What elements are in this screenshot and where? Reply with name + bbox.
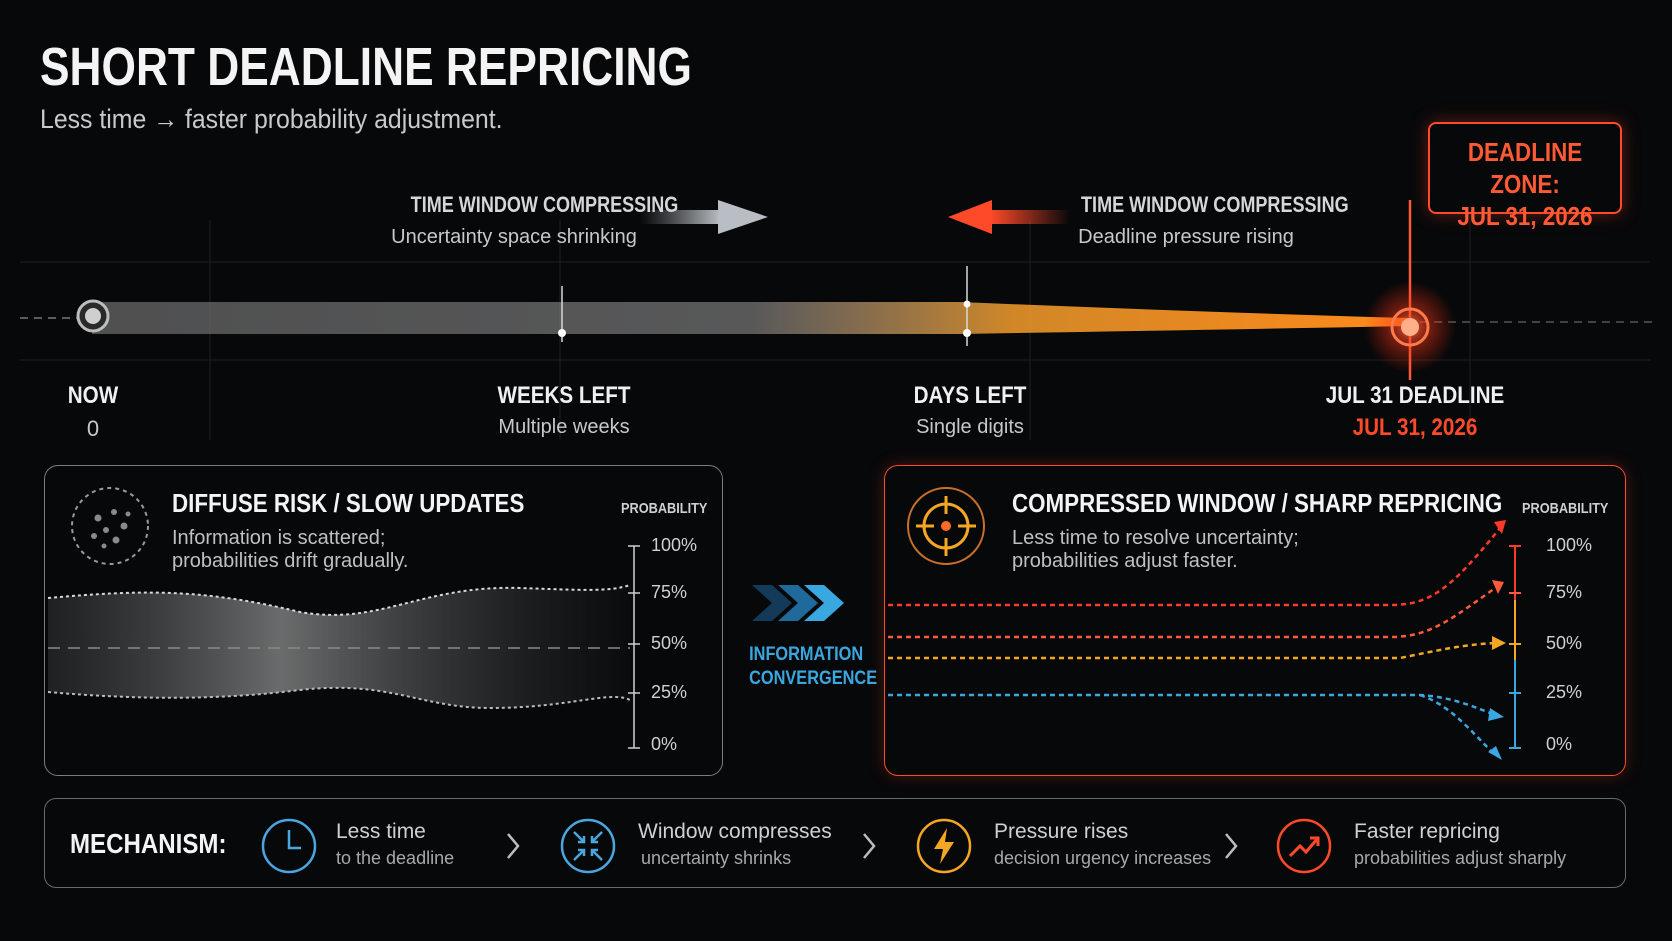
arrow-right-text: Deadline pressure rising — [1078, 226, 1294, 248]
panel-left-tick-50: 50% — [651, 633, 688, 653]
panel-compressed-window — [884, 465, 1626, 776]
timeline-now-sub: 0 — [86, 416, 100, 441]
panel-right-tick-0: 0% — [1546, 734, 1573, 754]
panel-right-tick-100: 100% — [1546, 535, 1593, 555]
clock-icon — [261, 818, 317, 874]
page-subtitle: Less time → faster probability adjustmen… — [40, 104, 503, 134]
mechanism-step2-title: Window compresses — [638, 820, 832, 843]
panel-right-tick-75: 75% — [1546, 582, 1583, 602]
panel-diffuse-risk — [44, 465, 723, 776]
panel-left-axis-title: PROBABILITY — [621, 500, 708, 517]
panel-left-line1: Information is scattered; — [172, 527, 386, 549]
convergence-line1: INFORMATION — [749, 644, 864, 665]
timeline-now-label: NOW — [67, 382, 119, 409]
timeline-weeks-sub: Multiple weeks — [498, 416, 630, 438]
mechanism-step1-title: Less time — [336, 820, 426, 843]
timeline-weeks-label: WEEKS LEFT — [497, 382, 631, 409]
deadline-zone-line2: JUL 31, 2026 — [1457, 201, 1593, 231]
information-convergence: INFORMATION CONVERGENCE — [740, 643, 878, 691]
timeline-days-label: DAYS LEFT — [913, 382, 1027, 409]
panel-left-tick-100: 100% — [651, 535, 698, 555]
panel-left-line2: probabilities drift gradually. — [172, 550, 409, 572]
panel-left-title: DIFFUSE RISK / SLOW UPDATES — [172, 488, 525, 518]
timeline-deadline-label: JUL 31 DEADLINE — [1325, 382, 1505, 409]
panel-right-tick-25: 25% — [1546, 682, 1583, 702]
panel-left-tick-0: 0% — [651, 734, 678, 754]
timeline-deadline-sub: JUL 31, 2026 — [1352, 414, 1478, 441]
mechanism-step3-title: Pressure rises — [994, 820, 1129, 843]
arrow-left-title: TIME WINDOW COMPRESSING — [410, 192, 679, 217]
panel-right-tick-50: 50% — [1546, 633, 1583, 653]
panel-right-line2: probabilities adjust faster. — [1012, 550, 1238, 572]
timeline-deadline: JUL 31 DEADLINE JUL 31, 2026 — [1311, 382, 1519, 442]
compress-icon — [560, 818, 616, 874]
mechanism-bar — [44, 798, 1626, 888]
deadline-zone-badge: DEADLINE ZONE: JUL 31, 2026 — [1428, 122, 1622, 231]
mechanism-step4-text: probabilities adjust sharply — [1354, 848, 1567, 868]
arrow-right-caption: TIME WINDOW COMPRESSING Deadline pressur… — [1058, 192, 1349, 249]
mechanism-step2-text: uncertainty shrinks — [641, 848, 792, 868]
panel-left-tick-25: 25% — [651, 682, 688, 702]
deadline-zone-line1: DEADLINE ZONE: — [1467, 137, 1583, 199]
scatter-dots-icon — [71, 487, 149, 565]
page-title: SHORT DEADLINE REPRICING — [40, 37, 692, 97]
timeline-days: DAYS LEFT Single digits — [904, 382, 1035, 439]
convergence-line2: CONVERGENCE — [749, 668, 878, 689]
target-icon — [907, 487, 985, 565]
timeline-now: NOW 0 — [64, 382, 123, 442]
panel-right-line1: Less time to resolve uncertainty; — [1012, 527, 1299, 549]
mechanism-step4-title: Faster repricing — [1354, 820, 1500, 843]
arrow-left-text: Uncertainty space shrinking — [391, 226, 637, 248]
lightning-icon — [916, 818, 972, 874]
arrow-left-caption: TIME WINDOW COMPRESSING Uncertainty spac… — [388, 192, 679, 249]
mechanism-title: MECHANISM: — [70, 828, 227, 859]
panel-right-title: COMPRESSED WINDOW / SHARP REPRICING — [1012, 488, 1503, 518]
timeline-weeks: WEEKS LEFT Multiple weeks — [487, 382, 642, 439]
arrow-right-title: TIME WINDOW COMPRESSING — [1081, 192, 1349, 217]
panel-left-tick-75: 75% — [651, 582, 688, 602]
panel-right-axis-title: PROBABILITY — [1522, 500, 1609, 517]
mechanism-step3-text: decision urgency increases — [994, 848, 1212, 868]
mechanism-step1-text: to the deadline — [336, 848, 455, 868]
trend-up-icon — [1276, 818, 1332, 874]
timeline-days-sub: Single digits — [916, 416, 1024, 438]
